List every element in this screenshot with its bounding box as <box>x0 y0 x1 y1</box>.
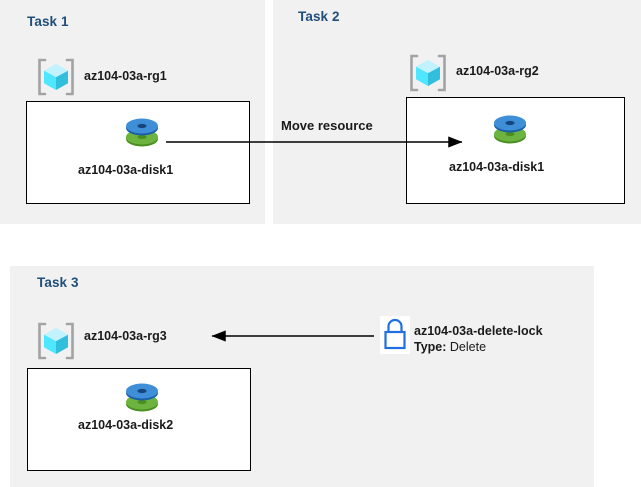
task-3-title: Task 3 <box>37 275 79 290</box>
lock-type-label: Type: Delete <box>414 340 486 354</box>
task-1-title: Task 1 <box>27 14 69 29</box>
azure-resource-group-icon <box>406 52 450 94</box>
task-2-title: Task 2 <box>298 9 340 24</box>
resource-label-disk2: az104-03a-disk2 <box>78 418 174 432</box>
lock-type-key: Type: <box>414 340 447 354</box>
move-resource-arrow <box>166 136 463 148</box>
resource-label-disk1-task2: az104-03a-disk1 <box>449 160 545 174</box>
lock-type-value: Delete <box>449 340 487 354</box>
move-resource-label: Move resource <box>281 118 373 133</box>
lock-name-label: az104-03a-delete-lock <box>414 324 543 338</box>
azure-managed-disk-icon <box>120 113 164 155</box>
azure-resource-group-icon <box>34 56 78 98</box>
resource-group-label-rg2: az104-03a-rg2 <box>456 64 539 78</box>
azure-managed-disk-icon <box>120 378 164 420</box>
lock-arrow <box>211 330 374 342</box>
task-2-resource-box <box>406 97 625 204</box>
resource-label-disk1-task1: az104-03a-disk1 <box>78 163 174 177</box>
lock-icon <box>380 316 410 354</box>
resource-group-label-rg1: az104-03a-rg1 <box>84 69 167 83</box>
resource-group-label-rg3: az104-03a-rg3 <box>84 329 167 343</box>
azure-resource-group-icon <box>34 320 78 362</box>
azure-managed-disk-icon <box>488 110 532 152</box>
task-1-resource-box <box>26 101 250 204</box>
